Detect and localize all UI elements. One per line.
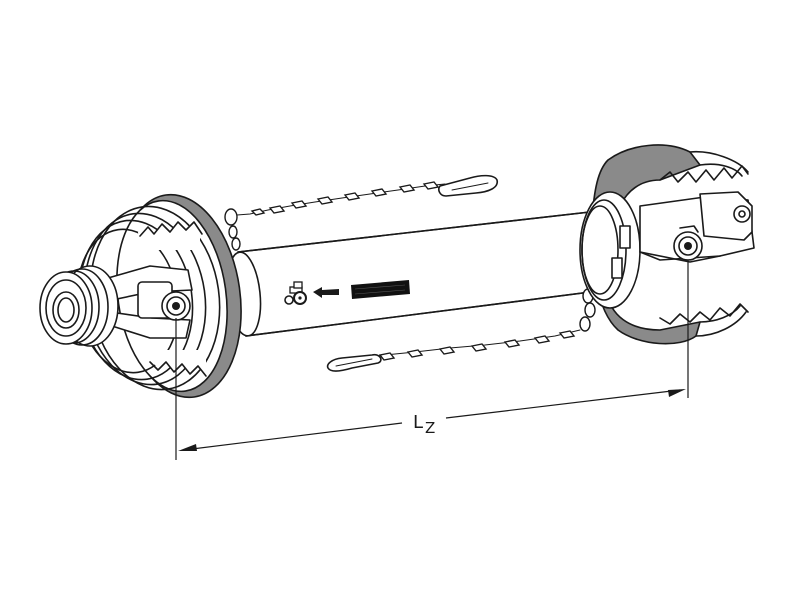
dimension-lz: L Z (175, 260, 689, 460)
dimension-label-main: L (413, 412, 423, 433)
upper-retaining-chain (224, 174, 498, 251)
guard-tube (226, 211, 607, 337)
arrowhead-right (668, 389, 686, 397)
arrowhead-left (178, 444, 197, 451)
right-guard-cone (579, 144, 749, 345)
arrow-left-icon (313, 287, 339, 298)
tractor-icon (284, 281, 307, 305)
lower-retaining-chain (326, 288, 596, 372)
implement-side-yoke (639, 191, 755, 263)
warning-label-block (351, 280, 410, 299)
dimension-line-right (445, 389, 681, 419)
lower-snap-hook (326, 353, 382, 372)
dimension-label-sub: Z (425, 419, 435, 437)
decal (284, 280, 410, 305)
dimension-line-left (183, 422, 403, 451)
tractor-side-yoke (39, 265, 193, 347)
upper-snap-hook (438, 174, 498, 197)
